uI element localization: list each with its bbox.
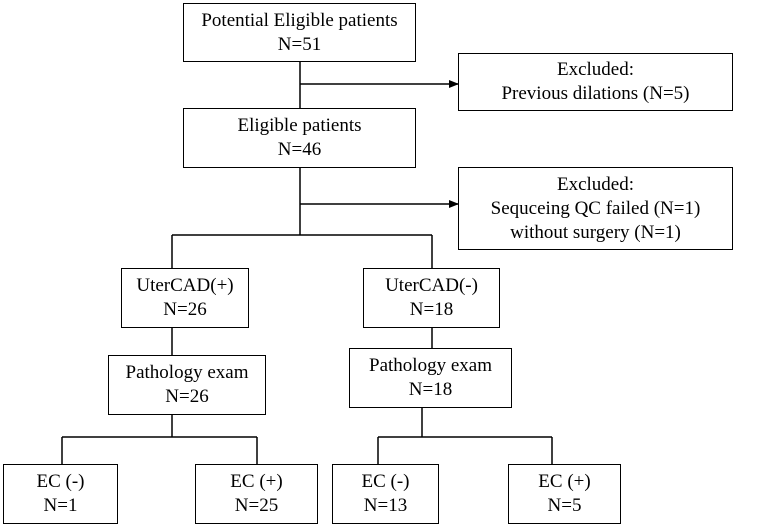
box-pathology-positive: Pathology exam N=26 bbox=[108, 355, 266, 415]
neg-ec-pos-count: N=5 bbox=[547, 495, 582, 516]
utercad-pos-title: UterCAD(+) bbox=[136, 275, 234, 296]
box-utercad-negative: UterCAD(-) N=18 bbox=[363, 268, 500, 328]
potential-title: Potential Eligible patients bbox=[201, 9, 398, 31]
box-excluded-1: Excluded: Previous dilations (N=5) bbox=[458, 53, 733, 111]
box-utercad-positive: UterCAD(+) N=26 bbox=[121, 268, 249, 328]
pos-ec-neg-count: N=1 bbox=[43, 495, 78, 516]
excluded-1-title: Excluded: bbox=[556, 59, 635, 80]
excluded-2-line-1: Sequceing QC failed (N=1) bbox=[490, 197, 701, 219]
utercad-neg-count: N=18 bbox=[409, 299, 454, 320]
eligible-count: N=46 bbox=[277, 139, 322, 160]
pos-ec-pos-count: N=25 bbox=[234, 495, 279, 516]
utercad-pos-count: N=26 bbox=[163, 299, 207, 320]
neg-ec-neg-count: N=13 bbox=[363, 495, 408, 516]
excluded-1-line: Previous dilations (N=5) bbox=[501, 83, 690, 104]
eligible-title: Eligible patients bbox=[237, 115, 362, 136]
pos-ec-pos-title: EC (+) bbox=[230, 471, 283, 492]
pathology-neg-count: N=18 bbox=[408, 379, 453, 400]
utercad-neg-title: UterCAD(-) bbox=[385, 275, 478, 296]
pathology-pos-title: Pathology exam bbox=[125, 362, 249, 383]
box-pos-ec-positive: EC (+) N=25 bbox=[195, 464, 318, 524]
box-potential-eligible: Potential Eligible patients N=51 bbox=[183, 3, 416, 62]
box-excluded-2: Excluded: Sequceing QC failed (N=1) with… bbox=[458, 167, 733, 250]
excluded-2-line-2: without surgery (N=1) bbox=[510, 221, 681, 243]
box-pathology-negative: Pathology exam N=18 bbox=[349, 348, 512, 408]
neg-ec-pos-title: EC (+) bbox=[538, 471, 591, 492]
box-neg-ec-negative: EC (-) N=13 bbox=[332, 464, 439, 524]
potential-count: N=51 bbox=[277, 33, 322, 55]
box-pos-ec-negative: EC (-) N=1 bbox=[3, 464, 118, 524]
neg-ec-neg-title: EC (-) bbox=[361, 471, 410, 492]
excluded-2-title: Excluded: bbox=[556, 173, 635, 195]
pos-ec-neg-title: EC (-) bbox=[36, 471, 85, 492]
box-neg-ec-positive: EC (+) N=5 bbox=[508, 464, 621, 524]
pathology-neg-title: Pathology exam bbox=[369, 355, 492, 376]
pathology-pos-count: N=26 bbox=[165, 386, 209, 407]
box-eligible: Eligible patients N=46 bbox=[183, 108, 416, 168]
